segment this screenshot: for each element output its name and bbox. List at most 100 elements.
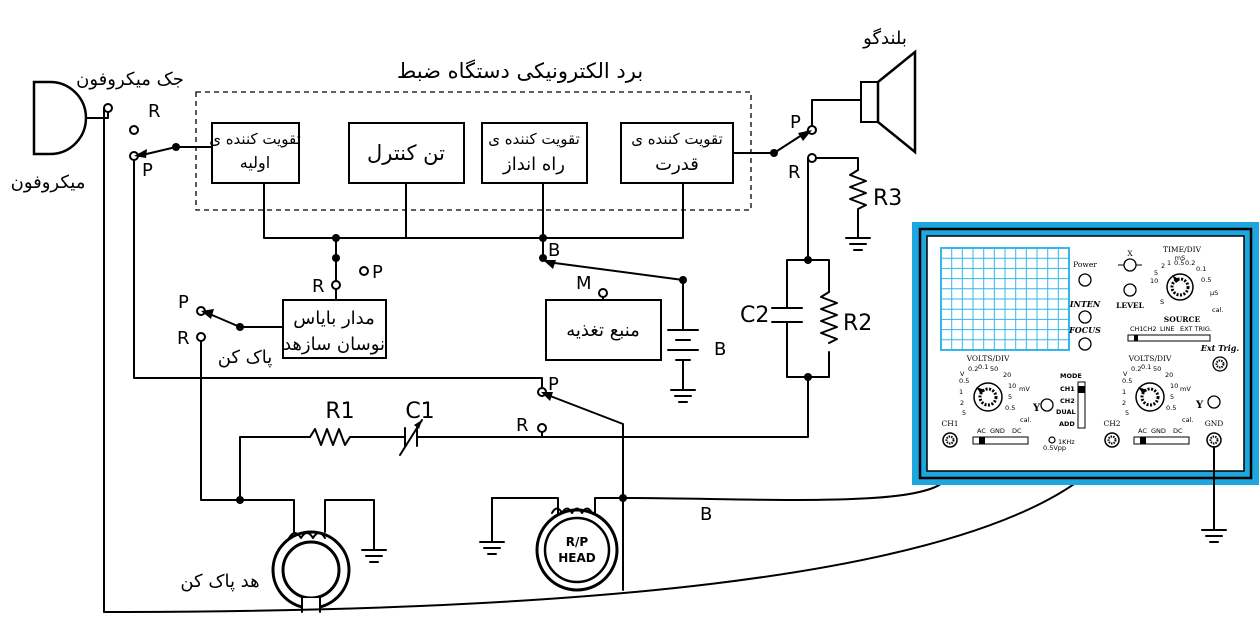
capacitor-C2 xyxy=(771,307,803,323)
svg-text:0.5: 0.5 xyxy=(1166,404,1176,412)
speaker-switch-P-label: P xyxy=(790,112,801,133)
svg-text:0.5: 0.5 xyxy=(1005,404,1015,412)
svg-text:mS: mS xyxy=(1175,254,1185,262)
erase-switch-R-label: R xyxy=(177,328,190,349)
svg-text:1: 1 xyxy=(1122,388,1126,396)
driver-amp-label-2: راه انداز xyxy=(502,154,565,175)
ch1-coupling-switch[interactable] xyxy=(972,436,1029,445)
svg-text:20: 20 xyxy=(1003,371,1011,379)
svg-text:V: V xyxy=(1123,370,1128,378)
erase-switch-R xyxy=(196,332,206,342)
svg-text:5: 5 xyxy=(1008,393,1012,401)
time-scale: mS 2 1 0.5 0.2 0.1 5 10 0.5 µS S xyxy=(1150,254,1218,306)
focus-knob[interactable] xyxy=(1078,337,1092,351)
inten-knob[interactable] xyxy=(1078,310,1092,324)
svg-text:5: 5 xyxy=(1154,269,1158,277)
level-knob[interactable] xyxy=(1123,283,1137,297)
svg-text:2: 2 xyxy=(960,399,964,407)
svg-text:AC: AC xyxy=(977,427,986,435)
cal-amp: 0.5Vpp xyxy=(1043,444,1066,452)
supply-switch-M-label: M xyxy=(576,273,592,294)
svg-text:10: 10 xyxy=(1150,277,1158,285)
x-label: X xyxy=(1127,249,1133,258)
svg-text:Y: Y xyxy=(1195,400,1204,411)
svg-text:CH1: CH1 xyxy=(1130,325,1144,333)
source-selector[interactable] xyxy=(1127,334,1211,342)
pre-amp-label-1: تقویت کننده ی xyxy=(209,130,301,148)
power-supply-label: منبع تغذیه xyxy=(566,320,640,341)
svg-text:EXT TRIG.: EXT TRIG. xyxy=(1180,325,1212,333)
svg-text:0.5: 0.5 xyxy=(1201,276,1211,284)
svg-text:20: 20 xyxy=(1165,371,1173,379)
resistor-R3 xyxy=(849,169,867,239)
svg-text:10: 10 xyxy=(1170,382,1178,390)
rp-switch-R-label: R xyxy=(516,415,529,436)
ch1-y-position-knob[interactable] xyxy=(1040,398,1054,412)
pre-amp-label-2: اولیه xyxy=(240,153,270,173)
cal-freq: 1KHz xyxy=(1058,438,1075,446)
svg-text:ADD: ADD xyxy=(1059,420,1075,428)
ch2-label: CH2 xyxy=(1103,419,1120,428)
svg-text:CH2: CH2 xyxy=(1060,397,1075,405)
ch2-y-position-knob[interactable] xyxy=(1207,395,1221,409)
svg-text:CH2: CH2 xyxy=(1143,325,1157,333)
svg-text:DUAL: DUAL xyxy=(1056,408,1076,416)
head-B-label: B xyxy=(700,504,712,525)
resistor-R1 xyxy=(309,428,406,446)
bias-switch-P-label: P xyxy=(372,262,383,283)
speaker-label: بلندگو xyxy=(862,27,907,49)
level-label: LEVEL xyxy=(1116,301,1145,310)
svg-text:cal.: cal. xyxy=(1020,416,1031,424)
R3-label: R3 xyxy=(873,186,902,211)
svg-text:2: 2 xyxy=(1122,399,1126,407)
board-title: برد الکترونیکی دستگاه ضبط xyxy=(397,59,643,83)
bias-switch-R xyxy=(331,280,341,290)
gnd-label: GND xyxy=(1205,419,1224,428)
rp-head-label-2: HEAD xyxy=(558,551,596,565)
svg-text:0.5: 0.5 xyxy=(1122,377,1132,385)
battery-B xyxy=(667,329,699,403)
svg-text:1: 1 xyxy=(959,388,963,396)
driver-amp-label-1: تقویت کننده ی xyxy=(488,130,580,148)
power-amp-label-2: قدرت xyxy=(655,154,699,175)
mic-switch-P-label: P xyxy=(142,160,153,181)
power-amp-label-1: تقویت کننده ی xyxy=(631,130,723,148)
supply-switch-B-label: B xyxy=(548,240,560,261)
erase-head-label: هد پاک کن xyxy=(180,571,259,592)
supply-bus xyxy=(263,182,684,239)
svg-text:2: 2 xyxy=(1161,262,1165,270)
svg-text:S: S xyxy=(1160,298,1164,306)
time-div-label: TIME/DIV xyxy=(1163,245,1202,254)
mode-label: MODE xyxy=(1060,372,1082,380)
ch1-volts-div-label: VOLTS/DIV xyxy=(966,354,1010,363)
erase-label: پاک کن xyxy=(218,347,273,368)
ch1-volts-scale: 0.2 0.1 50 20 10 5 0.5 0.5 1 2 5 mV V xyxy=(959,363,1030,417)
ch2-volts-div-label: VOLTS/DIV xyxy=(1128,354,1172,363)
source-label: SOURCE xyxy=(1164,315,1201,324)
svg-text:mV: mV xyxy=(1180,385,1191,393)
cal-output[interactable] xyxy=(1048,436,1056,444)
focus-label: FOCUS xyxy=(1068,325,1101,335)
power-knob[interactable] xyxy=(1078,273,1092,287)
svg-text:0.5: 0.5 xyxy=(1174,259,1184,267)
erase-head xyxy=(271,530,351,613)
scope-screen xyxy=(940,247,1070,351)
x-position-knob[interactable] xyxy=(1123,258,1137,272)
rp-switch-P-label: P xyxy=(548,374,559,395)
board-outline xyxy=(195,91,752,211)
pre-amplifier-block: تقویت کننده ی اولیه xyxy=(209,122,301,184)
svg-text:50: 50 xyxy=(990,365,998,373)
R1-label: R1 xyxy=(325,399,354,424)
svg-text:0.2: 0.2 xyxy=(1185,259,1195,267)
source-options: CH1 CH2 LINE EXT TRIG. xyxy=(1130,325,1212,333)
svg-text:DC: DC xyxy=(1012,427,1022,435)
bias-osc-label-1: مدار بایاس xyxy=(293,308,374,329)
mode-switch[interactable] xyxy=(1077,381,1086,429)
ch2-coupling-switch[interactable] xyxy=(1133,436,1190,445)
svg-text:0.2: 0.2 xyxy=(1131,365,1141,373)
power-label: Power xyxy=(1073,260,1097,269)
bias-switch-R-label: R xyxy=(312,276,325,297)
microphone-symbol xyxy=(32,80,88,156)
